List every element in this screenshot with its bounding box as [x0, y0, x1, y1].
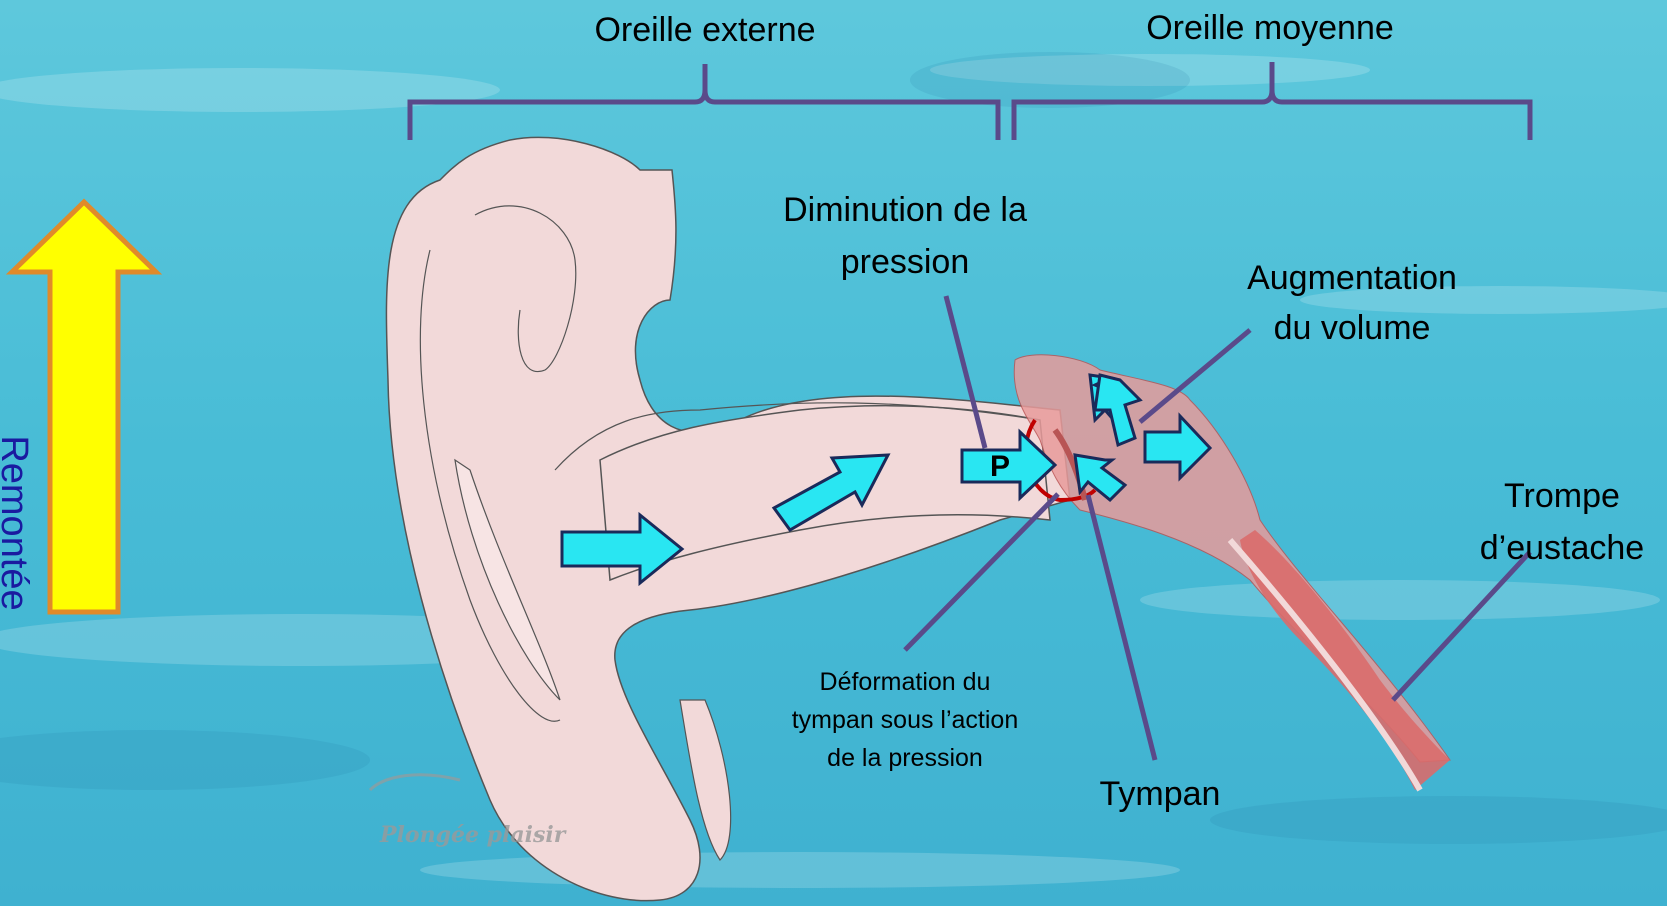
deformation-label-line1: Déformation du: [755, 663, 1055, 701]
deformation-label-line3: de la pression: [755, 739, 1055, 777]
eardrum-label: Tympan: [1075, 768, 1245, 820]
eustachian-label-line2: d’eustache: [1462, 522, 1662, 574]
volume-increase-label-line2: du volume: [1212, 302, 1492, 354]
pressure-drop-label-line2: pression: [745, 236, 1065, 288]
pressure-symbol: P: [990, 450, 1010, 484]
ascent-label: Remontée: [0, 408, 34, 638]
logo: Plongée plaisir: [380, 822, 565, 848]
deformation-label-line2: tympan sous l’action: [755, 701, 1055, 739]
volume-increase-label-line1: Augmentation: [1212, 252, 1492, 304]
outer-ear-label: Oreille externe: [570, 4, 840, 56]
middle-ear-label: Oreille moyenne: [1120, 2, 1420, 54]
eustachian-label-line1: Trompe: [1462, 470, 1662, 522]
pressure-drop-label-line1: Diminution de la: [745, 184, 1065, 236]
